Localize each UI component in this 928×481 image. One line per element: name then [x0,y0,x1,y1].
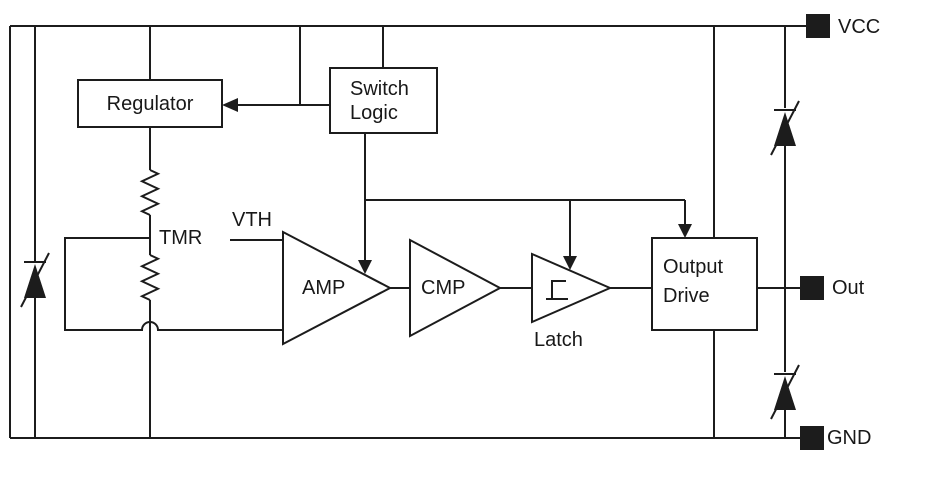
esd-diode-left [20,252,50,308]
frame-wires [9,25,806,439]
out-pin-label: Out [832,277,865,299]
tmr-bridge-resistors [139,169,161,301]
regulator-box [77,79,223,128]
switch-logic-label-line2: Logic [350,102,398,124]
arrowheads [222,98,692,274]
esd-diode-right-bottom [770,364,800,420]
vth-label: VTH [232,209,272,231]
block-latch: Latch [531,252,613,351]
arrowhead-into-regulator [222,98,238,112]
switch-logic-label-line1: Switch [350,78,409,100]
latch-label: Latch [534,329,583,351]
output-drive-box [651,237,758,331]
amp-label: AMP [302,277,345,299]
switch-logic-box [329,67,438,134]
regulator-label: Regulator [107,93,194,115]
gnd-pin-label: GND [827,427,871,449]
arrowhead-into-amp [358,260,372,274]
output-drive-label-line2: Drive [663,285,710,307]
block-regulator: Regulator [77,79,223,128]
diode-slash [20,252,50,308]
hysteresis-icon [546,280,568,300]
wire-bridge-tap-to-amp [64,237,283,331]
tmr-label: TMR [159,227,202,249]
block-output-drive: Output Drive [651,237,758,331]
cmp-triangle [409,238,503,338]
arrowhead-into-outputdrive [678,224,692,238]
block-amp: AMP [282,230,393,346]
arrowhead-into-latch [563,256,577,270]
resistor-bottom-icon [139,254,161,301]
signal-wires [34,26,800,438]
amp-triangle [282,230,393,346]
resistor-top-icon [139,169,161,216]
esd-diode-right-top [770,100,800,156]
block-cmp: CMP [409,238,503,338]
cmp-label: CMP [421,277,465,299]
diode-slash [770,364,800,420]
output-drive-label-line1: Output [663,256,723,278]
pin-gnd: GND [800,426,871,450]
pin-out: Out [800,276,865,300]
gnd-pin-square [800,426,824,450]
diode-slash [770,100,800,156]
pin-vcc: VCC [806,14,880,38]
out-pin-square [800,276,824,300]
vcc-pin-square [806,14,830,38]
block-switch-logic: Switch Logic [329,67,438,134]
latch-triangle [531,252,613,324]
vcc-pin-label: VCC [838,16,880,38]
